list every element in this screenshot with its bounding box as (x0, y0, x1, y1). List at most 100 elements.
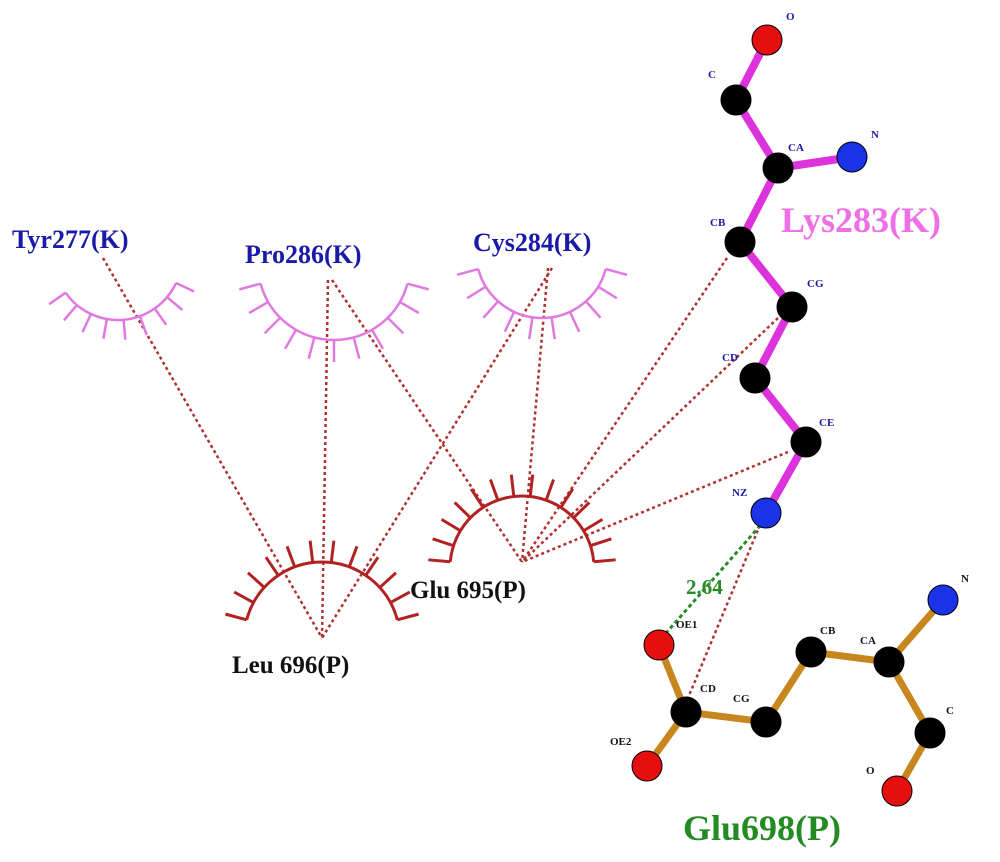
arc-glu695-spoke (428, 558, 451, 564)
arc-pro286-spoke (283, 329, 298, 350)
label-glu-ca: CA (860, 635, 876, 647)
atom-glu-cg (750, 706, 782, 738)
arc-tyr277-spoke (81, 313, 93, 333)
label-lys-o: O (786, 11, 795, 23)
label-glu698: Glu698(P) (683, 808, 841, 848)
contact-pro286-leu696 (320, 279, 330, 639)
arc-tyr277 (48, 281, 195, 340)
hydrogen-bond (658, 519, 767, 641)
arc-leu696-spoke (308, 540, 315, 563)
atom-glu-cb (795, 636, 827, 668)
arc-cys284-spoke (528, 317, 534, 340)
arc-pro286-spoke (386, 316, 405, 335)
arc-tyr277-spoke (153, 307, 168, 326)
label-pro286: Pro286(K) (245, 240, 362, 269)
atom-glu-oe2 (631, 750, 663, 782)
label-cys284: Cys284(K) (473, 228, 591, 257)
arc-pro286-spoke (248, 300, 269, 315)
label-glu-c: C (946, 705, 954, 717)
arc-glu695-spoke (469, 488, 485, 509)
arc-leu696-spoke (329, 540, 336, 563)
arc-cys284-spoke (568, 311, 581, 333)
atom-lys-cd (739, 362, 771, 394)
arc-glu695-spoke (572, 501, 591, 519)
arc-pro286-spoke (263, 316, 282, 335)
arc-leu696-spoke (246, 571, 266, 589)
atom-lys-ca (762, 152, 794, 184)
atom-glu-o (881, 775, 913, 807)
arc-glu695-curve (448, 494, 596, 562)
arc-tyr277-spoke (102, 318, 109, 339)
label-lys-c: C (708, 69, 716, 81)
arc-leu696-spoke (347, 545, 359, 568)
arc-leu696-spoke (364, 556, 380, 577)
arc-cys284-spoke (466, 285, 487, 300)
arc-glu695-spoke (509, 474, 516, 497)
atom-lys-cb (724, 226, 756, 258)
atom-glu-oe1 (643, 629, 675, 661)
label-leu696: Leu 696(P) (232, 652, 349, 679)
arc-glu695-spoke (544, 478, 555, 501)
arc-tyr277-curve (64, 282, 178, 322)
arc-leu696-spoke (285, 545, 297, 568)
atom-lys-nz (750, 497, 782, 529)
arc-glu695-spoke (589, 537, 612, 548)
arc-pro286-spoke (352, 337, 361, 359)
residue-labels: Tyr277(K) Pro286(K) Cys284(K) Lys283(K) … (12, 200, 941, 848)
contact-lys-nz-glu698-cd (686, 524, 762, 699)
glu698-atom-labels: OE1 CD OE2 CG CB CA N C O (610, 573, 969, 777)
atom-lys-c (720, 84, 752, 116)
arc-leu696-spoke (233, 590, 255, 604)
atom-lys-n (836, 141, 868, 173)
arc-leu696-spoke (396, 612, 419, 622)
hbond-distance-label: 2.64 (686, 575, 723, 599)
arc-leu696-spoke (389, 590, 411, 604)
arc-tyr277-spoke (138, 315, 148, 336)
arc-glu695-spoke (559, 488, 575, 509)
arc-glu695-spoke (582, 518, 604, 533)
arc-pro286-spoke (370, 329, 385, 350)
arc-cys284 (456, 267, 628, 340)
arc-leu696 (225, 540, 419, 622)
hydrophobic-contacts (101, 257, 789, 699)
lys283-atoms (720, 24, 868, 529)
arc-tyr277-spoke (63, 304, 78, 322)
hydrophobic-arcs (48, 267, 628, 622)
arc-tyr277-spoke (166, 296, 184, 311)
contact-pro286-glu695 (330, 279, 524, 563)
arc-glu695-spoke (453, 501, 472, 519)
arc-cys284-spoke (503, 311, 516, 333)
label-glu-n: N (961, 573, 969, 585)
arc-leu696-spoke (225, 612, 248, 622)
arc-cys284-spoke (550, 317, 556, 340)
arc-glu695-spoke (432, 537, 455, 548)
arc-tyr277-spoke (122, 319, 127, 340)
arc-glu695-spoke (593, 558, 616, 564)
arc-cys284-spoke (482, 300, 500, 319)
contact-lys-cb-glu695 (520, 257, 729, 563)
atom-glu-cd (670, 696, 702, 728)
label-glu-oe2: OE2 (610, 736, 632, 748)
arc-cys284-spoke (584, 300, 602, 319)
atom-lys-o (751, 24, 783, 56)
label-lys-cg: CG (807, 278, 824, 290)
atom-lys-ce (790, 426, 822, 458)
arc-cys284-curve (477, 268, 607, 320)
arc-pro286-spoke (407, 282, 429, 291)
label-lys-cb: CB (710, 217, 726, 229)
arc-leu696-spoke (378, 571, 398, 589)
label-lys-nz: NZ (732, 487, 747, 499)
label-lys283: Lys283(K) (781, 200, 941, 240)
contact-tyr277-leu696 (101, 257, 324, 639)
contact-cys284-glu695 (520, 267, 550, 563)
arc-tyr277-spoke (48, 291, 67, 306)
glu698-atoms (631, 584, 959, 807)
arc-pro286 (239, 282, 429, 362)
arc-glu695 (428, 474, 616, 564)
arc-tyr277-spoke (175, 281, 195, 293)
atom-lys-cg (776, 291, 808, 323)
label-glu-cg: CG (733, 693, 750, 705)
contact-cys284-leu696 (320, 267, 554, 639)
arc-glu695-spoke (489, 478, 500, 501)
